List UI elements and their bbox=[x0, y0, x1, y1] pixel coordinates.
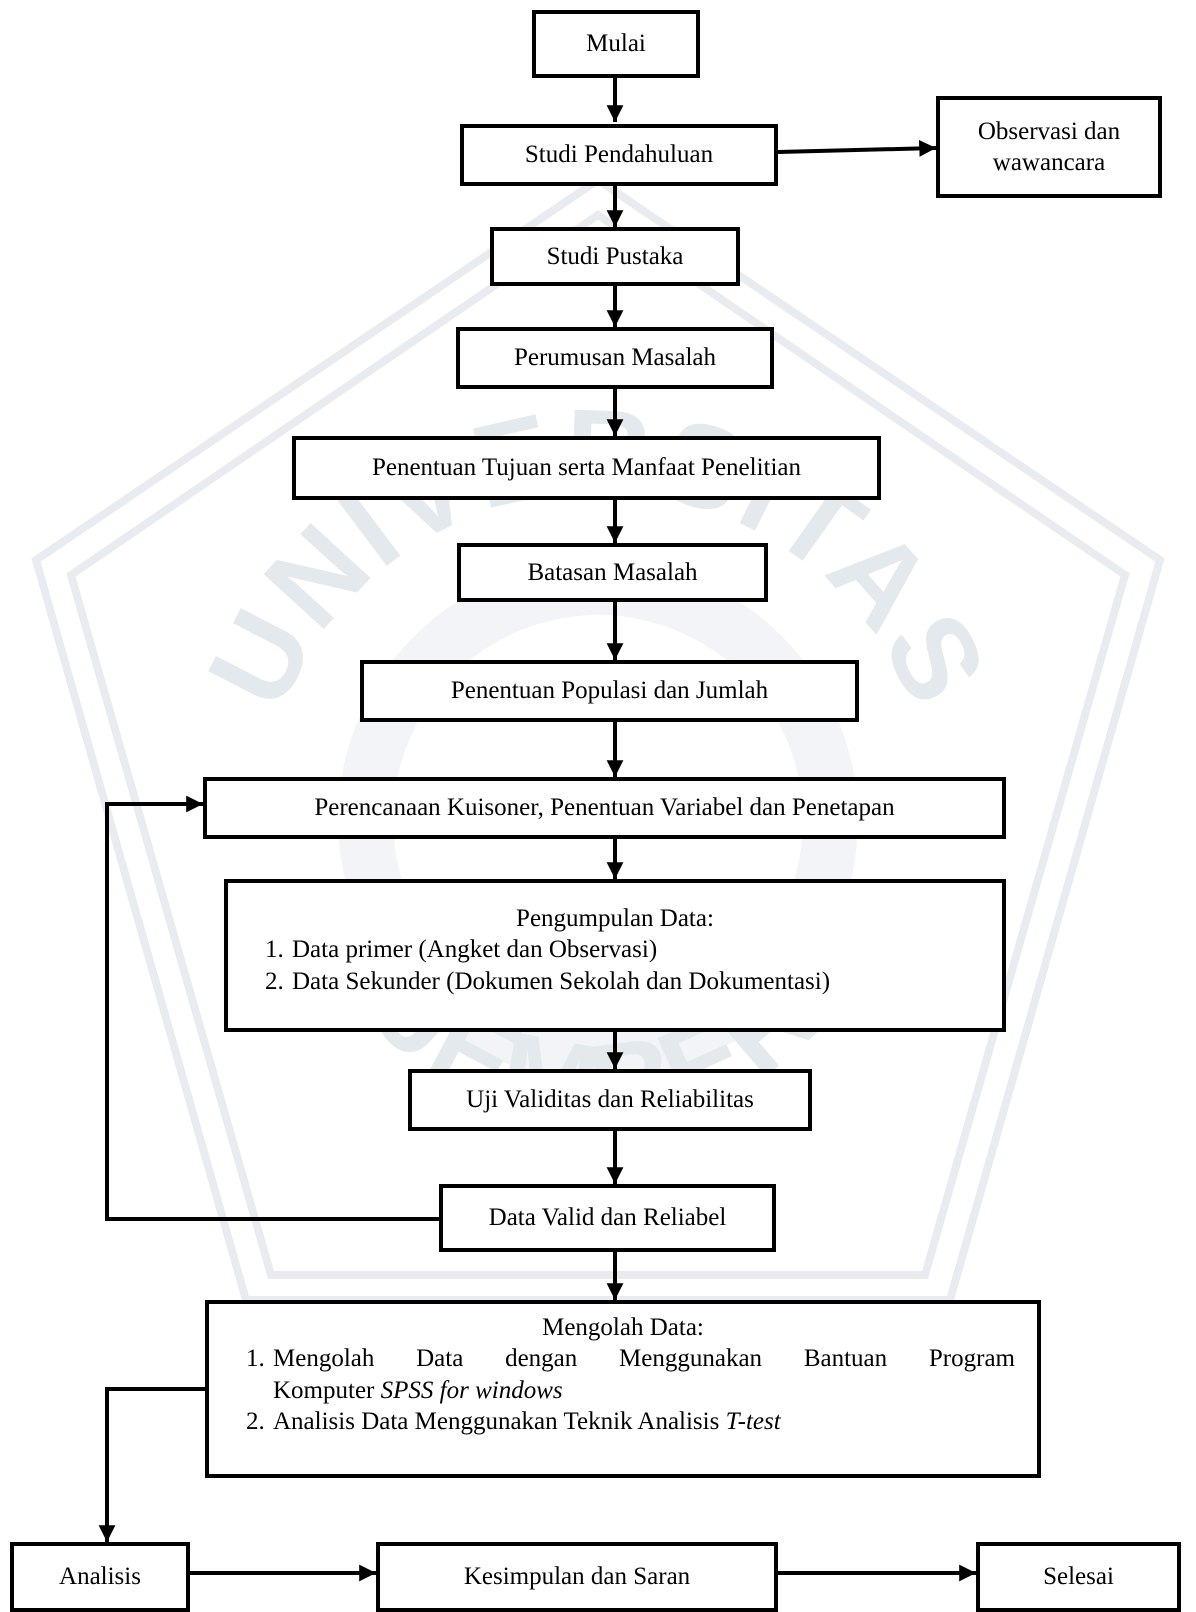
node-batasan-masalah: Batasan Masalah bbox=[457, 543, 768, 602]
node-observasi-line1: Observasi dan bbox=[977, 117, 1121, 145]
node-studi-pustaka: Studi Pustaka bbox=[490, 227, 740, 286]
mengolah-item2-italic: T-test bbox=[725, 1407, 781, 1435]
node-data-valid: Data Valid dan Reliabel bbox=[439, 1184, 776, 1252]
node-studi-pustaka-label: Studi Pustaka bbox=[546, 242, 684, 270]
node-pengumpulan-list: Data primer (Angket dan Observasi) Data … bbox=[250, 934, 980, 997]
node-batasan-label: Batasan Masalah bbox=[527, 558, 698, 586]
node-selesai-label: Selesai bbox=[1043, 1563, 1114, 1591]
mengolah-item1-italic: SPSS for windows bbox=[380, 1376, 563, 1404]
list-item: Data Sekunder (Dokumen Sekolah dan Dokum… bbox=[290, 966, 980, 997]
mengolah-item1-line2: Komputer SPSS for windows bbox=[273, 1377, 563, 1404]
node-mulai-label: Mulai bbox=[586, 30, 646, 58]
node-kesimpulan-saran: Kesimpulan dan Saran bbox=[376, 1542, 778, 1612]
node-mengolah-data: Mengolah Data: Mengolah Data dengan Meng… bbox=[205, 1300, 1041, 1478]
node-kesimpulan-label: Kesimpulan dan Saran bbox=[463, 1563, 691, 1591]
node-populasi: Penentuan Populasi dan Jumlah bbox=[360, 660, 859, 722]
node-analisis: Analisis bbox=[10, 1542, 190, 1612]
node-mengolah-list: Mengolah Data dengan Menggunakan Bantuan… bbox=[231, 1343, 1015, 1437]
node-populasi-label: Penentuan Populasi dan Jumlah bbox=[450, 677, 769, 705]
mengolah-item1-line1: Mengolah Data dengan Menggunakan Bantuan… bbox=[273, 1345, 1015, 1373]
arrow-studi-observasi bbox=[777, 140, 937, 157]
mengolah-item1-prefix: Komputer bbox=[273, 1376, 381, 1404]
node-analisis-label: Analisis bbox=[59, 1563, 141, 1591]
node-perencanaan-label: Perencanaan Kuisoner, Penentuan Variabel… bbox=[314, 794, 895, 822]
node-valid-label: Data Valid dan Reliabel bbox=[488, 1204, 727, 1232]
node-uji-validitas: Uji Validitas dan Reliabilitas bbox=[408, 1069, 812, 1131]
node-observasi: Observasi dan wawancara bbox=[936, 96, 1162, 198]
node-observasi-line2: wawancara bbox=[992, 149, 1106, 176]
node-perumusan-masalah: Perumusan Masalah bbox=[456, 327, 774, 389]
list-item: Analisis Data Menggunakan Teknik Analisi… bbox=[271, 1406, 1015, 1437]
node-selesai: Selesai bbox=[976, 1542, 1181, 1612]
list-item: Mengolah Data dengan Menggunakan Bantuan… bbox=[271, 1343, 1015, 1406]
node-studi-pendahuluan-label: Studi Pendahuluan bbox=[524, 141, 714, 169]
arrow-feedback-valid-perencanaan bbox=[105, 795, 439, 1221]
list-item: Data primer (Angket dan Observasi) bbox=[290, 934, 980, 965]
node-pengumpulan-data: Pengumpulan Data: Data primer (Angket da… bbox=[224, 879, 1006, 1032]
node-mengolah-title: Mengolah Data: bbox=[542, 1314, 704, 1341]
node-perencanaan: Perencanaan Kuisoner, Penentuan Variabel… bbox=[203, 777, 1006, 839]
node-perumusan-label: Perumusan Masalah bbox=[513, 344, 717, 372]
node-studi-pendahuluan: Studi Pendahuluan bbox=[460, 124, 778, 186]
arrow-mengolah-analisis bbox=[98, 1387, 205, 1542]
node-uji-label: Uji Validitas dan Reliabilitas bbox=[466, 1086, 754, 1114]
node-mulai: Mulai bbox=[532, 10, 700, 78]
node-tujuan-manfaat: Penentuan Tujuan serta Manfaat Penelitia… bbox=[292, 436, 881, 500]
mengolah-item2-prefix: Analisis Data Menggunakan Teknik Analisi… bbox=[273, 1407, 726, 1435]
node-pengumpulan-title: Pengumpulan Data: bbox=[516, 905, 714, 932]
node-tujuan-label: Penentuan Tujuan serta Manfaat Penelitia… bbox=[371, 454, 802, 482]
